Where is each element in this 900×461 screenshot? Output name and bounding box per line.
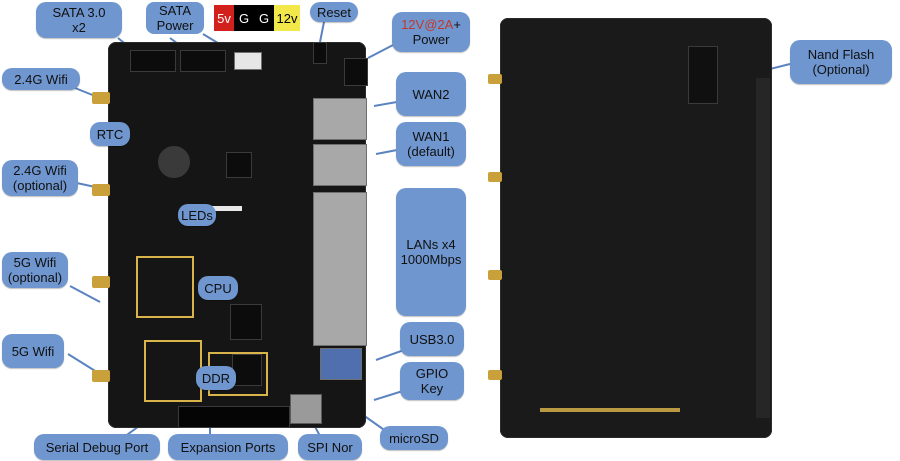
power-pinout: 5v G G 12v [214,5,300,31]
spi-nor-label: SPI Nor [298,434,362,460]
wifi24-label: 2.4G Wifi [2,68,80,90]
expansion-ports-label: Expansion Ports [168,434,288,460]
antenna-connector [488,270,502,280]
serial-debug-label: Serial Debug Port [34,434,160,460]
cpu-chip [230,304,262,340]
antenna-connector [92,276,110,288]
wan1-port [313,144,367,186]
lan-ports [313,192,367,346]
wifi-shield-bottom [144,340,202,402]
antenna-connector [92,92,110,104]
nand-flash-label: Nand Flash (Optional) [790,40,892,84]
ddr-label: DDR [196,366,236,390]
main-chip [226,152,252,178]
wifi5-label: 5G Wifi [2,334,64,368]
router-board-bottom [500,18,772,438]
lans-label: LANs x4 1000Mbps [396,188,466,316]
pin-5v: 5v [214,5,234,31]
cpu-label: CPU [198,276,238,300]
usb3-port [320,348,362,380]
nand-flash-chip [688,46,718,104]
board-edge-connectors [756,78,770,418]
sata-connector [130,50,176,72]
led-row [206,206,242,211]
power-text: + Power [412,17,461,47]
pin-12v: 12v [274,5,300,31]
rtc-battery [158,146,190,178]
sata-power-label: SATA Power [146,2,204,34]
wifi-shield-top [136,256,194,318]
antenna-connector [92,370,110,382]
microsd-label: microSD [380,426,448,450]
power-label: 12V@2A+ Power [392,12,470,52]
power-voltage: 12V@2A [401,17,454,32]
expansion-header [178,406,290,428]
reset-button [313,42,327,64]
wifi5-optional-label: 5G Wifi (optional) [2,252,68,288]
rtc-label: RTC [90,122,130,146]
sata-power-connector [234,52,262,70]
antenna-connector [488,370,502,380]
solder-points [540,408,680,412]
ddr-chip [232,354,262,386]
wan1-label: WAN1 (default) [396,122,466,166]
sata-connector [180,50,226,72]
antenna-connector [92,184,110,196]
antenna-connector [488,172,502,182]
power-jack [344,58,368,86]
antenna-connector [488,74,502,84]
wifi24-optional-label: 2.4G Wifi (optional) [2,160,78,196]
spi-nor-slot [290,394,322,424]
wan2-port [313,98,367,140]
leds-label: LEDs [178,204,216,226]
usb3-label: USB3.0 [400,322,464,356]
router-board-top [108,42,368,428]
wan2-label: WAN2 [396,72,466,116]
sata30-label: SATA 3.0 x2 [36,2,122,38]
gpio-label: GPIO Key [400,362,464,400]
pin-ground-1: G [234,5,254,31]
pin-ground-2: G [254,5,274,31]
reset-label: Reset [310,2,358,22]
